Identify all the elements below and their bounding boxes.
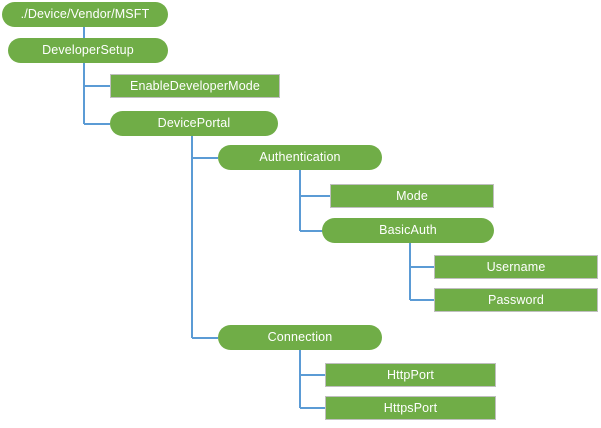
tree-node-label: HttpPort <box>386 367 435 382</box>
tree-node-label: Connection <box>267 330 333 345</box>
tree-node-label: Password <box>487 292 545 307</box>
tree-node-label: Username <box>486 259 546 274</box>
connector-authentication-to-mode <box>299 170 330 197</box>
tree-node-authentication[interactable]: Authentication <box>218 145 382 170</box>
tree-node-enabledevelopermode[interactable]: EnableDeveloperMode <box>110 74 280 98</box>
connector-connection-to-httpport <box>299 350 325 376</box>
tree-node-username[interactable]: Username <box>434 255 598 279</box>
connector-developersetup-to-deviceportal <box>83 63 110 125</box>
tree-node-root[interactable]: ./Device/Vendor/MSFT <box>2 2 168 27</box>
tree-node-label: EnableDeveloperMode <box>129 78 261 93</box>
connector-deviceportal-to-authentication <box>191 136 218 159</box>
tree-node-label: HttpsPort <box>383 400 438 415</box>
tree-node-label: Authentication <box>259 150 341 165</box>
connector-connection-to-httpsport <box>299 350 325 409</box>
connector-basicauth-to-password <box>409 243 434 301</box>
connector-deviceportal-to-connection <box>191 136 218 339</box>
tree-node-label: ./Device/Vendor/MSFT <box>20 7 150 22</box>
connector-developersetup-to-enabledevelopermode <box>83 63 110 87</box>
tree-node-password[interactable]: Password <box>434 288 598 312</box>
tree-node-httpsport[interactable]: HttpsPort <box>325 396 496 420</box>
tree-node-label: DevicePortal <box>157 116 231 131</box>
tree-node-httpport[interactable]: HttpPort <box>325 363 496 387</box>
tree-node-label: BasicAuth <box>379 223 437 238</box>
connector-basicauth-to-username <box>409 243 434 268</box>
tree-node-label: Mode <box>396 188 428 203</box>
tree-node-connection[interactable]: Connection <box>218 325 382 350</box>
tree-node-label: DeveloperSetup <box>42 43 134 58</box>
tree-node-mode[interactable]: Mode <box>330 184 494 208</box>
tree-node-basicauth[interactable]: BasicAuth <box>322 218 494 243</box>
tree-node-deviceportal[interactable]: DevicePortal <box>110 111 278 136</box>
tree-node-developersetup[interactable]: DeveloperSetup <box>8 38 168 63</box>
